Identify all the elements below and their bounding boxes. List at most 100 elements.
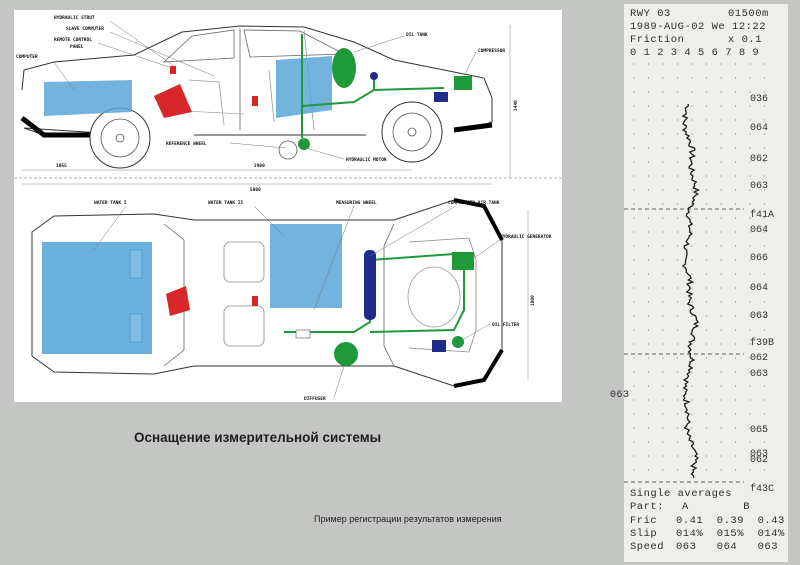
dimension-2980: 2980 <box>254 163 265 169</box>
trace-grid <box>624 63 766 483</box>
grid-dot <box>633 203 635 205</box>
grid-dot <box>763 273 766 275</box>
grid-dot <box>749 469 751 471</box>
grid-dot <box>633 259 635 261</box>
trace-label: 063 <box>750 369 768 380</box>
grid-dot <box>633 329 635 331</box>
grid-dot <box>763 287 766 289</box>
grid-dot <box>720 161 722 163</box>
grid-dot <box>676 105 679 107</box>
grid-dot <box>676 343 679 345</box>
grid-dot <box>749 175 751 177</box>
grid-dot <box>647 343 650 345</box>
grid-dot <box>749 259 751 261</box>
grid-dot <box>734 91 737 93</box>
grid-dot <box>662 287 664 289</box>
grid-dot <box>676 175 679 177</box>
grid-dot <box>734 413 737 415</box>
grid-dot <box>705 343 708 345</box>
grid-dot <box>647 329 650 331</box>
grid-dot <box>763 119 766 121</box>
grid-dot <box>662 147 664 149</box>
grid-dot <box>633 119 635 121</box>
averages-title: Single averages <box>630 488 733 500</box>
trace-label: 064 <box>750 123 768 134</box>
grid-dot <box>662 133 664 135</box>
grid-dot <box>763 329 766 331</box>
grid-dot <box>734 63 737 65</box>
grid-dot <box>705 105 708 107</box>
grid-dot <box>633 357 635 359</box>
grid-dot <box>705 259 708 261</box>
grid-dot <box>763 413 766 415</box>
grid-dot <box>705 147 708 149</box>
grid-dot <box>676 231 679 233</box>
grid-dot <box>647 441 650 443</box>
callout-panel: PANEL <box>70 44 84 50</box>
grid-dot <box>662 77 664 79</box>
grid-dot <box>676 315 679 317</box>
front-water-volume <box>44 80 132 116</box>
grid-dot <box>647 161 650 163</box>
grid-dot <box>720 245 722 247</box>
side-view <box>14 25 562 185</box>
vehicle-schematic: HYDRAULIC STRUT SLAVE COMPUTER REMOTE CO… <box>14 10 562 402</box>
grid-dot <box>749 63 751 65</box>
callout-oil-tank: OIL TANK <box>406 32 428 38</box>
callout-computer: COMPUTER <box>16 54 38 60</box>
grid-dot <box>676 385 679 387</box>
grid-dot <box>633 427 635 429</box>
grid-dot <box>676 441 679 443</box>
grid-dot <box>734 259 737 261</box>
grid-dot <box>705 455 708 457</box>
compressor-side <box>454 76 472 90</box>
grid-dot <box>676 287 679 289</box>
trace-label: 063 <box>750 181 768 192</box>
grid-dot <box>749 357 751 359</box>
hydraulic-system-top <box>284 253 465 333</box>
grid-dot <box>749 77 751 79</box>
friction-recording-strip: RWY 03 01500m 1989-AUG-02 We 12:22 Frict… <box>610 4 788 562</box>
grid-dot <box>720 343 722 345</box>
grid-dot <box>720 399 722 401</box>
grid-dot <box>647 147 650 149</box>
callout-oil-filter: OIL FILTER <box>492 322 519 328</box>
grid-dot <box>633 371 635 373</box>
grid-dot <box>676 161 679 163</box>
grid-dot <box>633 301 635 303</box>
trace-label: 064 <box>750 225 768 236</box>
grid-dot <box>763 259 766 261</box>
hydraulic-generator <box>452 252 474 270</box>
left-speed-label: 063 <box>610 390 630 401</box>
grid-dot <box>633 77 635 79</box>
grid-dot <box>691 105 693 107</box>
grid-dot <box>633 469 635 471</box>
grid-dot <box>734 273 737 275</box>
grid-dot <box>647 301 650 303</box>
grid-dot <box>749 287 751 289</box>
callout-hydraulic-motor: HYDRAULIC MOTOR <box>346 157 387 163</box>
grid-dot <box>734 469 737 471</box>
trace-label: 062 <box>750 353 768 364</box>
grid-dot <box>676 273 679 275</box>
grid-dot <box>720 133 722 135</box>
grid-dot <box>720 119 722 121</box>
grid-dot <box>734 399 737 401</box>
grid-dot <box>705 315 708 317</box>
runway-label: RWY 03 <box>630 8 671 20</box>
caption-area: Оснащение измерительной системы Пример р… <box>14 402 562 552</box>
grid-dot <box>734 147 737 149</box>
grid-dot <box>763 469 766 471</box>
grid-dot <box>763 301 766 303</box>
grid-dot <box>720 385 722 387</box>
grid-dot <box>691 385 693 387</box>
distance-label: 01500m <box>728 8 769 20</box>
grid-dot <box>720 147 722 149</box>
grid-dot <box>647 385 650 387</box>
grid-dot <box>633 217 635 219</box>
grid-dot <box>705 357 708 359</box>
grid-dot <box>734 231 737 233</box>
grid-dot <box>734 441 737 443</box>
grid-dot <box>705 63 708 65</box>
